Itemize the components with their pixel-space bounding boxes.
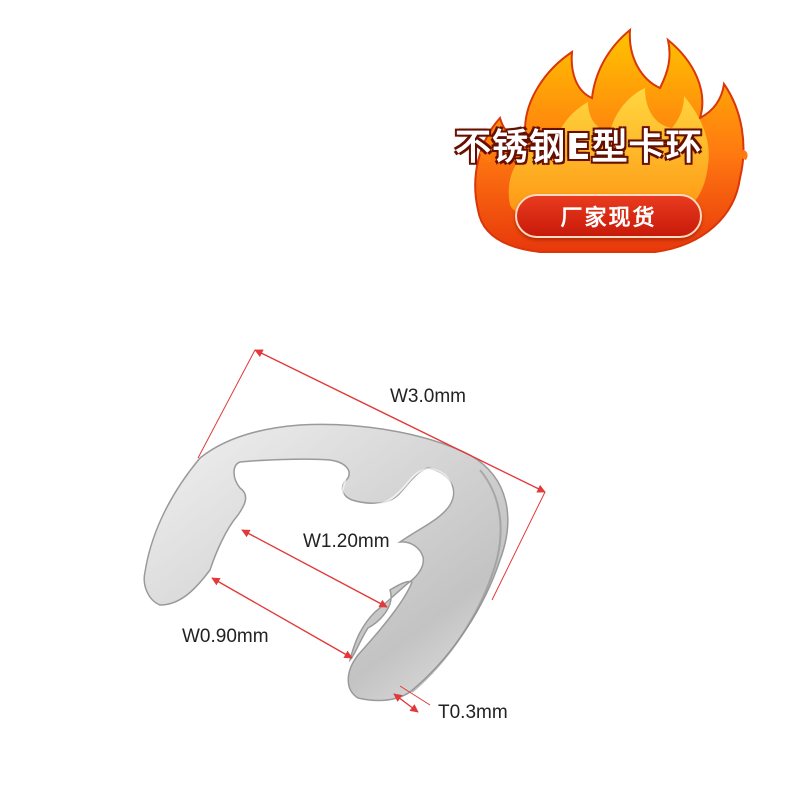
dimension-lines <box>197 349 546 713</box>
outer-width-line <box>254 349 546 493</box>
badge-subtitle-pill: 厂家现货 <box>515 194 702 238</box>
badge-subtitle: 厂家现货 <box>560 206 657 231</box>
e-clip-ring <box>143 423 509 702</box>
badge-title: 不锈钢E型卡环 <box>455 127 703 168</box>
outer-width-label: W3.0mm <box>390 386 466 407</box>
gap-width-label: W0.90mm <box>182 626 269 647</box>
inner-width-line <box>241 529 388 608</box>
thickness-label: T0.3mm <box>438 702 508 723</box>
thickness-line <box>393 693 419 713</box>
inner-width-label: W1.20mm <box>303 531 390 552</box>
gap-width-line <box>211 577 353 659</box>
